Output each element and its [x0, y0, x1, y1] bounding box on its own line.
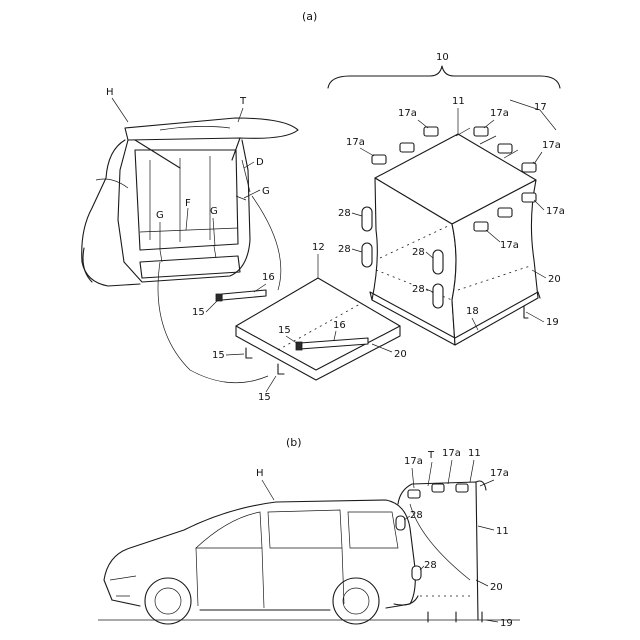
vehicle-side-view — [98, 500, 520, 624]
label-28-3: 28 — [412, 247, 425, 258]
label-17a-b-3: 17a — [490, 468, 509, 479]
label-11-a: 11 — [452, 96, 465, 107]
clip-17a-2 — [400, 143, 414, 152]
label-17a-6: 17a — [500, 240, 519, 251]
label-16-mid: 16 — [333, 320, 346, 331]
curtain-body — [370, 128, 540, 345]
label-17a-1: 17a — [398, 108, 417, 119]
label-17: 17 — [534, 102, 547, 113]
label-15-2: 15 — [278, 325, 291, 336]
label-D: D — [256, 157, 264, 168]
clip-17a-9 — [474, 222, 488, 231]
label-28-b-1: 28 — [410, 510, 423, 521]
label-G-mid: G — [210, 206, 218, 217]
label-20-b: 20 — [490, 582, 503, 593]
clip-17a-5 — [498, 144, 512, 153]
label-T-b: T — [427, 450, 435, 461]
label-16-top: 16 — [262, 272, 275, 283]
label-17a-5: 17a — [546, 206, 565, 217]
label-18: 18 — [466, 306, 479, 317]
clip-side-2 — [432, 484, 444, 492]
label-11-b-side: 11 — [496, 526, 509, 537]
label-17a-4: 17a — [542, 140, 561, 151]
label-19-b: 19 — [500, 618, 513, 629]
magnet-side-2 — [412, 566, 421, 580]
label-15-3: 15 — [212, 350, 225, 361]
clip-side-1 — [408, 490, 420, 498]
clip-side-3 — [456, 484, 468, 492]
caption-a: (a) — [302, 10, 317, 23]
clip-17a-7 — [522, 193, 536, 202]
label-15-1: 15 — [192, 307, 205, 318]
label-10: 10 — [436, 52, 449, 63]
label-15-4: 15 — [258, 392, 271, 403]
label-20-a-board: 20 — [394, 349, 407, 360]
label-G-right: G — [262, 186, 270, 197]
label-12: 12 — [312, 242, 325, 253]
label-28-2: 28 — [338, 244, 351, 255]
label-17a-2: 17a — [490, 108, 509, 119]
clip-17a-4 — [474, 127, 488, 136]
caption-b: (b) — [286, 436, 302, 449]
label-T-a: T — [239, 96, 247, 107]
magnet-28-2 — [362, 243, 372, 267]
magnet-28-4 — [433, 284, 443, 308]
label-28-b-2: 28 — [424, 560, 437, 571]
clip-17a-8 — [498, 208, 512, 217]
label-H-a: H — [106, 87, 114, 98]
label-17a-3: 17a — [346, 137, 365, 148]
clip-17a-3 — [424, 127, 438, 136]
curtain-side-view — [396, 481, 486, 622]
clip-17a-1 — [372, 155, 386, 164]
label-20-a-curtain: 20 — [548, 274, 561, 285]
clip-17a-6 — [522, 163, 536, 172]
label-G-left: G — [156, 210, 164, 221]
brace-10 — [328, 66, 560, 88]
magnet-28-1 — [362, 207, 372, 231]
label-17a-b-2: 17a — [442, 448, 461, 459]
label-H-b: H — [256, 468, 264, 479]
label-17a-b-1: 17a — [404, 456, 423, 467]
label-19-a: 19 — [546, 317, 559, 328]
label-28-1: 28 — [338, 208, 351, 219]
label-11-b-top: 11 — [468, 448, 481, 459]
magnet-side-1 — [396, 516, 405, 530]
label-F: F — [185, 198, 191, 209]
magnet-28-3 — [433, 250, 443, 274]
label-28-4: 28 — [412, 284, 425, 295]
